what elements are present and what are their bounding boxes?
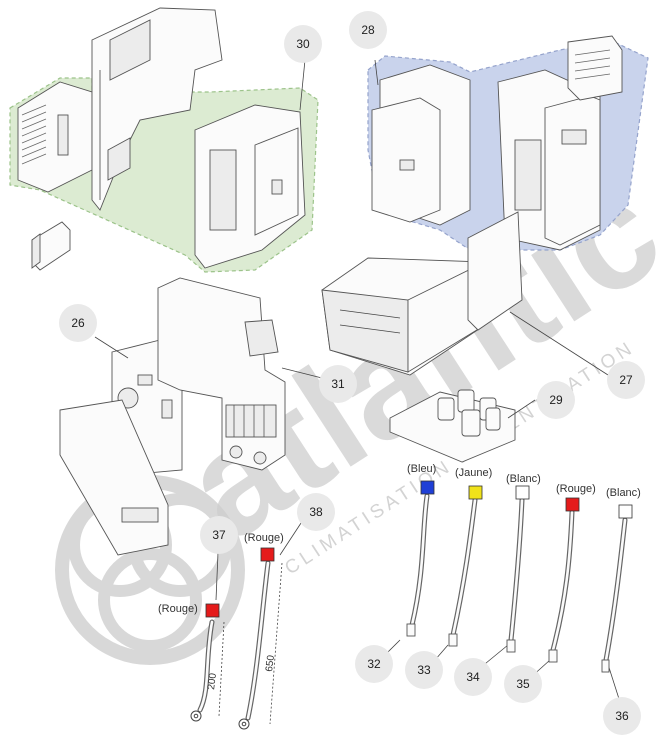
callout-28: 28 [349, 11, 387, 49]
callout-circle [454, 658, 492, 696]
callout-circle [284, 25, 322, 63]
ring-terminal-icon [190, 710, 250, 730]
connector-jaune [468, 485, 483, 500]
callout-circle [537, 381, 575, 419]
callout-circle [607, 361, 645, 399]
part-27-enclosure [321, 211, 523, 376]
cable-group-37-38 [190, 547, 283, 730]
callout-number: 29 [549, 393, 563, 407]
callout-31: 31 [319, 365, 357, 403]
callout-26: 26 [59, 304, 97, 342]
callout-33: 33 [405, 651, 443, 689]
part-31-frame [157, 277, 286, 471]
back-frame [91, 7, 223, 211]
dimension-labels: 200 650 [206, 654, 277, 690]
callout-number: 30 [296, 37, 310, 51]
small-bracket [31, 221, 71, 271]
callout-circle [355, 645, 393, 683]
callout-35: 35 [504, 665, 542, 703]
wire-label-bleu: (Bleu) [407, 463, 436, 475]
callout-circle [603, 697, 641, 735]
part-group-30 [9, 7, 319, 273]
callout-circle [349, 11, 387, 49]
callout-37: 37 [200, 516, 238, 554]
wire-labels: (Bleu) (Jaune) (Blanc) (Rouge) (Blanc) (… [158, 463, 641, 615]
callout-34: 34 [454, 658, 492, 696]
connector-rouge-37 [205, 603, 220, 618]
callout-circle [504, 665, 542, 703]
callout-number: 31 [331, 377, 345, 391]
callout-number: 34 [466, 670, 480, 684]
connector-blanc-34 [515, 485, 530, 500]
callout-38: 38 [297, 493, 335, 531]
callout-number: 36 [615, 709, 629, 723]
connector-blanc-36 [618, 504, 633, 519]
callout-27: 27 [607, 361, 645, 399]
callout-circle [297, 493, 335, 531]
connector-rouge-35 [565, 497, 580, 512]
part-29-capacitor-board [389, 389, 516, 463]
wire-label-blanc-36: (Blanc) [606, 487, 641, 499]
callout-36: 36 [603, 697, 641, 735]
callout-circle [59, 304, 97, 342]
wire-label-rouge-37: (Rouge) [158, 603, 198, 615]
dimension-650: 650 [264, 654, 277, 672]
left-frame-28 [371, 64, 471, 226]
callout-number: 26 [71, 316, 85, 330]
callout-number: 32 [367, 657, 381, 671]
callout-number: 28 [361, 23, 375, 37]
callout-circle [200, 516, 238, 554]
wire-label-rouge-35: (Rouge) [556, 483, 596, 495]
wire-label-jaune: (Jaune) [455, 467, 492, 479]
callout-number: 37 [212, 528, 226, 542]
connector-bleu [420, 480, 435, 495]
callout-30: 30 [284, 25, 322, 63]
connector-rouge-38 [260, 547, 275, 562]
callout-32: 32 [355, 645, 393, 683]
callout-29: 29 [537, 381, 575, 419]
front-assembly [194, 104, 306, 269]
right-frame-28 [497, 69, 601, 251]
cable-group-32-36 [406, 480, 633, 673]
wire-label-rouge-38: (Rouge) [244, 532, 284, 544]
callout-markers: 30 28 26 31 27 29 38 37 32 33 34 35 36 [59, 11, 645, 735]
callout-number: 38 [309, 505, 323, 519]
callout-circle [319, 365, 357, 403]
callout-number: 35 [516, 677, 530, 691]
callout-number: 27 [619, 373, 633, 387]
part-group-28 [367, 35, 649, 251]
dimension-200: 200 [206, 672, 219, 690]
wire-label-blanc-34: (Blanc) [506, 473, 541, 485]
callout-number: 33 [417, 663, 431, 677]
heatsink-right [567, 35, 623, 101]
callout-circle [405, 651, 443, 689]
